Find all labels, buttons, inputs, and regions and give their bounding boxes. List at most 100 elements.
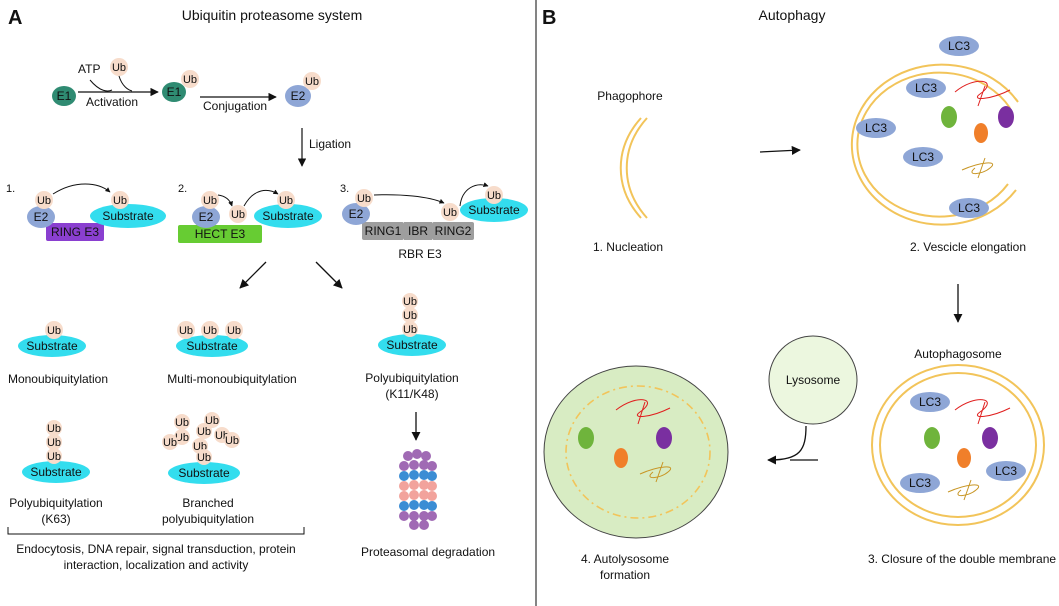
lc3-label-1: LC3: [948, 39, 970, 53]
hect-number: 2.: [178, 183, 187, 195]
ibr-label: IBR: [408, 224, 428, 238]
phagophore-label: Phagophore: [597, 89, 663, 103]
ring2-label: RING2: [435, 224, 472, 238]
panel-b-title: Autophagy: [759, 7, 826, 23]
lc3-label-3: LC3: [865, 121, 887, 135]
rbr-e3-label: RBR E3: [398, 247, 442, 261]
branched-ub-3: Ub: [175, 432, 189, 444]
mono-ub-substrate: Substrate Ub: [18, 321, 86, 357]
rbr-ub-acceptor: Ub: [487, 190, 501, 202]
multi-ub-1: Ub: [179, 325, 193, 337]
panel-a: A Ubiquitin proteasome system ATP Ub E1 …: [6, 7, 528, 572]
poly-k63-substrate: Substrate Ub Ub Ub: [22, 420, 90, 483]
arrow-nucleation-to-elongation: [759, 145, 801, 155]
panel-a-letter: A: [8, 7, 22, 29]
autolysosome-label-1: 4. Autolysosome: [581, 552, 669, 566]
conjugation-label: Conjugation: [203, 99, 267, 113]
poly-k11-ub-2: Ub: [403, 310, 417, 322]
branch-arrow-left: [239, 261, 267, 289]
ligation-label: Ligation: [309, 137, 351, 151]
branched-ub-6: Ub: [163, 437, 177, 449]
activation-label: Activation: [86, 95, 138, 109]
degradation-label: Proteasomal degradation: [361, 545, 495, 559]
branched-ub-2: Ub: [205, 415, 219, 427]
hect-ub-donor: Ub: [203, 195, 217, 207]
poly-k11-substrate-label: Substrate: [386, 338, 438, 352]
branch-arrow-right: [315, 261, 343, 289]
lysosome-label: Lysosome: [786, 373, 841, 387]
lc3-label-6: LC3: [919, 395, 941, 409]
e2-ub-complex: E2 Ub: [285, 72, 321, 107]
poly-k11-label-1: Polyubiquitylation: [365, 371, 458, 385]
poly-k63-label-1: Polyubiquitylation: [9, 496, 102, 510]
autolysosome-label-2: formation: [600, 568, 650, 582]
lysosome: Lysosome: [768, 335, 858, 425]
multi-mono-label: Multi-monoubiquitylation: [167, 372, 296, 386]
ring-e3-label: RING E3: [51, 225, 99, 239]
e2-label: E2: [291, 89, 306, 103]
e1-label-2: E1: [167, 85, 182, 99]
poly-k11-label-2: (K11/K48): [385, 387, 438, 401]
lc3-label-4: LC3: [912, 150, 934, 164]
autophagosome-label: Autophagosome: [914, 347, 1002, 361]
branched-substrate-label: Substrate: [178, 466, 230, 480]
e1-label: E1: [57, 89, 72, 103]
branched-label-2: polyubiquitylation: [162, 512, 254, 526]
poly-k11-ub-1: Ub: [403, 324, 417, 336]
e1-ub-complex: E1 Ub: [162, 70, 199, 102]
mono-label: Monoubiquitylation: [8, 372, 108, 386]
e1-enzyme: E1: [52, 86, 76, 106]
hect-substrate-label: Substrate: [262, 209, 314, 223]
ub-curve: [118, 75, 133, 92]
autophagosome: LC3 LC3 LC3: [871, 364, 1045, 526]
branched-ub-1: Ub: [175, 417, 189, 429]
poly-k63-ub-2: Ub: [47, 437, 61, 449]
rbr-ub-donor: Ub: [357, 193, 371, 205]
lc3-label-8: LC3: [909, 476, 931, 490]
multi-ub-3: Ub: [227, 325, 241, 337]
hect-ub-intermediate: Ub: [231, 209, 245, 221]
atp-label: ATP: [78, 62, 100, 76]
ub-on-e2: Ub: [305, 76, 319, 88]
atp-curve: [89, 79, 113, 92]
panel-a-title: Ubiquitin proteasome system: [182, 7, 363, 23]
poly-k11-ub-3: Ub: [403, 296, 417, 308]
branched-ub-4: Ub: [197, 426, 211, 438]
lc3-label-2: LC3: [915, 81, 937, 95]
functions-line-2: interaction, localization and activity: [64, 558, 249, 572]
branched-ub-9: Ub: [197, 452, 211, 464]
rbr-ub-intermediate: Ub: [443, 207, 457, 219]
ring-e2-label: E2: [34, 210, 49, 224]
elongating-vesicle: LC3 LC3 LC3 LC3 LC3: [850, 36, 1019, 226]
autolysosome: [543, 365, 729, 539]
elongation-label: 2. Vescicle elongation: [910, 240, 1026, 254]
panel-b-letter: B: [542, 7, 556, 29]
proteasome: [399, 449, 437, 530]
hect-e3-label: HECT E3: [195, 227, 246, 241]
branched-ub-8: Ub: [225, 435, 239, 447]
ring-ub-donor: Ub: [37, 195, 51, 207]
rbr-e3-complex: RING1 IBR RING2 RBR E3 E2 Ub Ub Substrat…: [342, 182, 528, 261]
poly-k63-substrate-label: Substrate: [30, 465, 82, 479]
ring-e3-complex: RING E3 E2 Ub Substrate Ub: [27, 183, 166, 241]
poly-k63-ub-3: Ub: [47, 423, 61, 435]
ring-ub-acceptor: Ub: [113, 195, 127, 207]
hect-e2-label: E2: [199, 210, 214, 224]
poly-k11-substrate: Substrate Ub Ub Ub: [378, 293, 446, 356]
rbr-number: 3.: [340, 183, 349, 195]
ring-number: 1.: [6, 183, 15, 195]
poly-k63-ub-1: Ub: [47, 451, 61, 463]
multi-substrate-label: Substrate: [186, 339, 238, 353]
multi-ub-2: Ub: [203, 325, 217, 337]
arrow-to-autolysosome: [767, 425, 807, 465]
rbr-e2-label: E2: [349, 207, 364, 221]
ub-free-label: Ub: [112, 62, 126, 74]
hect-e3-complex: HECT E3 E2 Ub Ub Substrate Ub: [178, 189, 322, 243]
panel-b: B Autophagy Phagophore 1. Nucleation LC3…: [542, 7, 1056, 582]
poly-k63-label-2: (K63): [41, 512, 70, 526]
phagophore: [619, 117, 648, 219]
functions-line-1: Endocytosis, DNA repair, signal transduc…: [16, 542, 295, 556]
functions-bracket: [7, 527, 305, 535]
ring1-label: RING1: [365, 224, 402, 238]
